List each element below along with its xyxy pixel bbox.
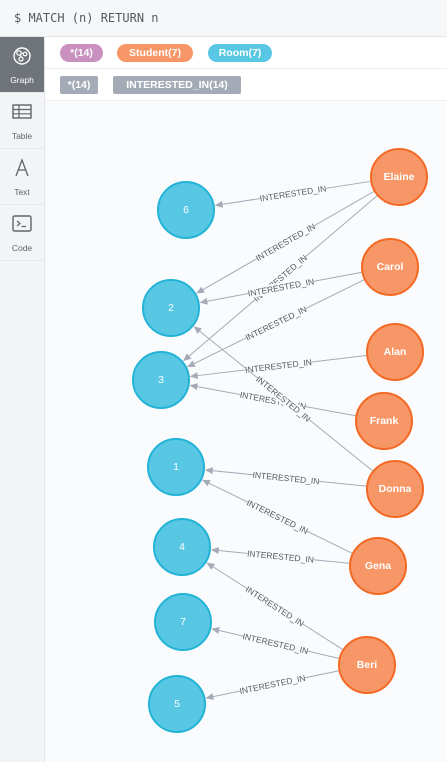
node-labels-legend: *(14) Student(7) Room(7) [45,37,447,69]
student-node-carol[interactable]: Carol [361,238,419,296]
relationship-label: INTERESTED_IN [242,631,310,656]
code-view-button[interactable]: Code [0,205,44,261]
relationship-label-background [245,497,310,536]
relationship-label: INTERESTED_IN [247,548,315,564]
relationship-label-background [254,221,317,264]
node-caption: Donna [379,483,412,495]
relationship-label: INTERESTED_IN [259,183,327,203]
relationship-label: INTERESTED_IN [245,497,310,535]
relationship-label-background [239,672,306,696]
relationship-label: INTERESTED_IN [244,304,309,343]
relationship-label-background [245,357,312,375]
student-node-frank[interactable]: Frank [355,392,413,450]
node-caption: Carol [377,261,404,273]
graph-visualization[interactable]: INTERESTED_ININTERESTED_ININTERESTED_INI… [45,101,447,762]
relationship-label-background [259,183,327,204]
text-icon [15,158,29,177]
relationship-beri-room-4[interactable]: INTERESTED_IN [206,562,343,650]
student-label-pill[interactable]: Student(7) [117,44,193,62]
interested-in-type-pill[interactable]: INTERESTED_IN(14) [113,76,241,94]
relationship-label-background [254,374,313,424]
relationship-beri-room-5[interactable]: INTERESTED_IN [205,670,339,700]
node-circle[interactable] [366,460,424,518]
node-circle[interactable] [142,279,200,337]
node-circle[interactable] [366,323,424,381]
relationship-donna-room-2[interactable]: INTERESTED_IN [193,326,373,472]
node-caption: 6 [183,204,189,216]
relationship-label: INTERESTED_IN [254,221,317,263]
code-icon [12,215,32,232]
query-bar[interactable]: $ MATCH (n) RETURN n [0,0,447,37]
relationship-label: INTERESTED_IN [252,470,320,487]
relationships-layer: INTERESTED_ININTERESTED_ININTERESTED_INI… [183,180,378,700]
node-caption: 7 [180,616,186,628]
node-circle[interactable] [153,518,211,576]
node-circle[interactable] [154,593,212,651]
relationship-gena-room-4[interactable]: INTERESTED_IN [210,547,350,565]
node-caption: Elaine [384,171,415,183]
node-caption: 1 [173,461,179,473]
relationship-beri-room-7[interactable]: INTERESTED_IN [211,627,339,659]
text-view-button[interactable]: Text [0,149,44,205]
student-node-alan[interactable]: Alan [366,323,424,381]
relationship-label: INTERESTED_IN [239,673,307,696]
node-caption: Frank [370,415,399,427]
relationship-label-background [244,304,308,343]
graph-view-button[interactable]: Graph [0,37,44,93]
all-nodes-pill[interactable]: *(14) [60,44,103,62]
node-circle[interactable] [370,148,428,206]
relationship-label-background [244,584,306,629]
room-node-4[interactable]: 4 [153,518,211,576]
node-circle[interactable] [338,636,396,694]
table-icon [12,104,32,119]
node-caption: Beri [357,659,378,671]
view-sidebar: Graph Table Text Code [0,37,45,762]
node-caption: 2 [168,302,174,314]
node-circle[interactable] [148,675,206,733]
graph-view-label: Graph [10,75,34,85]
relationship-label: INTERESTED_IN [245,357,313,375]
code-view-label: Code [11,243,33,253]
room-label-pill[interactable]: Room(7) [208,44,272,62]
relationship-elaine-room-6[interactable]: INTERESTED_IN [214,180,371,208]
room-node-1[interactable]: 1 [147,438,205,496]
node-caption: 5 [174,698,180,710]
table-view-label: Table [11,131,33,141]
student-node-elaine[interactable]: Elaine [370,148,428,206]
all-relationships-pill[interactable]: *(14) [60,76,98,94]
relationship-label-background [242,631,309,656]
room-node-6[interactable]: 6 [157,181,215,239]
student-node-beri[interactable]: Beri [338,636,396,694]
student-node-gena[interactable]: Gena [349,537,407,595]
node-caption: Alan [384,346,407,358]
room-node-7[interactable]: 7 [154,593,212,651]
node-caption: 4 [179,541,185,553]
student-node-donna[interactable]: Donna [366,460,424,518]
room-node-3[interactable]: 3 [132,351,190,409]
relationship-alan-room-3[interactable]: INTERESTED_IN [189,354,367,380]
node-circle[interactable] [349,537,407,595]
text-view-label: Text [14,187,30,197]
table-view-button[interactable]: Table [0,93,44,149]
relationship-label-background [247,548,314,565]
node-circle[interactable] [132,351,190,409]
node-circle[interactable] [355,392,413,450]
relationship-donna-room-1[interactable]: INTERESTED_IN [204,467,367,487]
node-caption: Gena [365,560,391,572]
graph-icon [13,47,31,65]
node-caption: 3 [158,374,164,386]
query-text[interactable]: $ MATCH (n) RETURN n [14,11,159,25]
relationship-label-background [252,469,320,487]
relationship-types-legend: *(14) INTERESTED_IN(14) [45,69,447,101]
relationship-gena-room-1[interactable]: INTERESTED_IN [202,479,353,554]
relationship-label: INTERESTED_IN [244,584,306,629]
room-node-2[interactable]: 2 [142,279,200,337]
room-node-5[interactable]: 5 [148,675,206,733]
node-circle[interactable] [147,438,205,496]
node-circle[interactable] [361,238,419,296]
relationship-label-background [247,276,315,299]
node-circle[interactable] [157,181,215,239]
